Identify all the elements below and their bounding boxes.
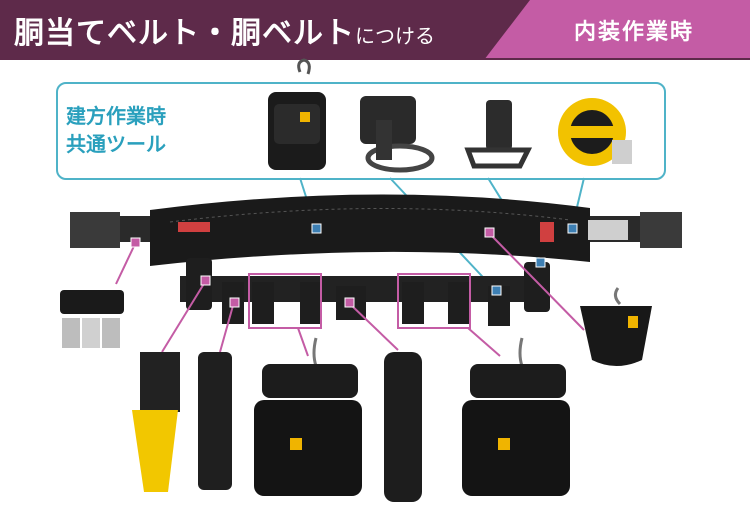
- callout-text: 建方作業時 共通ツール: [66, 102, 166, 158]
- accessory-connectors: [115, 233, 585, 357]
- callout-line-2: 共通ツール: [66, 132, 166, 156]
- header: 胴当てベルト・胴ベルトにつける 内装作業時: [0, 0, 750, 60]
- title-suffix: につける: [355, 24, 435, 48]
- tape-measure-icon: [558, 98, 632, 166]
- chisel-holder-icon: [384, 352, 422, 502]
- callout-line-1: 建方作業時: [66, 104, 166, 128]
- header-underline: [0, 58, 750, 60]
- waist-pad-belt: [70, 194, 682, 266]
- connector-nodes-pink: [130, 227, 495, 308]
- small-pouch-icon: [268, 58, 326, 170]
- double-pouch-right-icon: [462, 337, 570, 496]
- double-pouch-left-icon: [254, 337, 362, 496]
- page-title: 胴当てベルト・胴ベルトにつける: [14, 8, 435, 52]
- connector-nodes: [311, 223, 578, 296]
- pouch-mount-highlights: [248, 273, 471, 329]
- title-bar: 胴当てベルト・胴ベルトにつける: [0, 0, 530, 60]
- tool-belt: [180, 258, 550, 326]
- long-sheath-icon: [198, 352, 232, 490]
- socket-holder-icon: [60, 290, 124, 348]
- bucket-pouch-icon: [580, 287, 652, 366]
- bracket-hook-icon: [464, 100, 533, 169]
- category-badge: 内装作業時: [484, 0, 750, 60]
- title-main: 胴当てベルト・胴ベルト: [14, 16, 355, 51]
- knife-sheath-icon: [132, 352, 180, 492]
- holster-ring-icon: [360, 96, 435, 173]
- badge-label: 内装作業時: [574, 20, 695, 45]
